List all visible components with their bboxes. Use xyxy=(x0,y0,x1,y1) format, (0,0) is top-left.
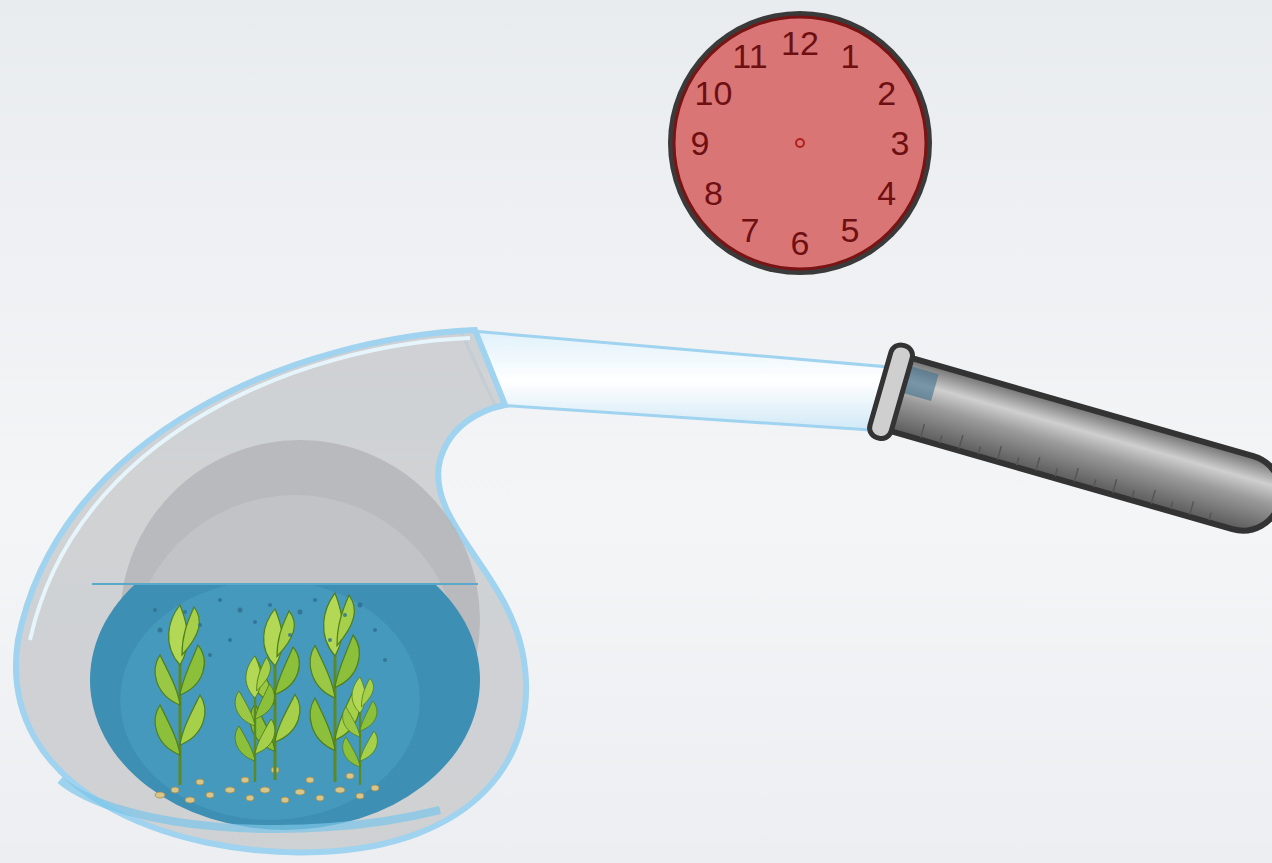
clock-number: 5 xyxy=(841,213,860,247)
clock-number: 8 xyxy=(704,176,723,210)
oxygen-bubbles xyxy=(153,598,387,662)
clock-number: 10 xyxy=(694,76,732,110)
clock-number: 11 xyxy=(732,39,767,73)
water-plants xyxy=(0,0,377,785)
clock-face: 12 12 3 45678 9 1011 xyxy=(665,8,935,278)
water xyxy=(90,583,480,830)
clock-number: 2 xyxy=(877,76,896,110)
clock-number: 9 xyxy=(691,126,710,160)
clock-number: 7 xyxy=(741,213,760,247)
clock-number: 6 xyxy=(791,226,810,260)
clock-number: 3 xyxy=(891,126,910,160)
gas-syringe xyxy=(867,343,1272,550)
flask xyxy=(16,330,526,852)
clock-number: 12 xyxy=(781,26,819,60)
gravel xyxy=(155,767,379,803)
glass-tube xyxy=(460,330,900,432)
clock-number: 1 xyxy=(841,39,860,73)
clock-number: 4 xyxy=(877,176,896,210)
